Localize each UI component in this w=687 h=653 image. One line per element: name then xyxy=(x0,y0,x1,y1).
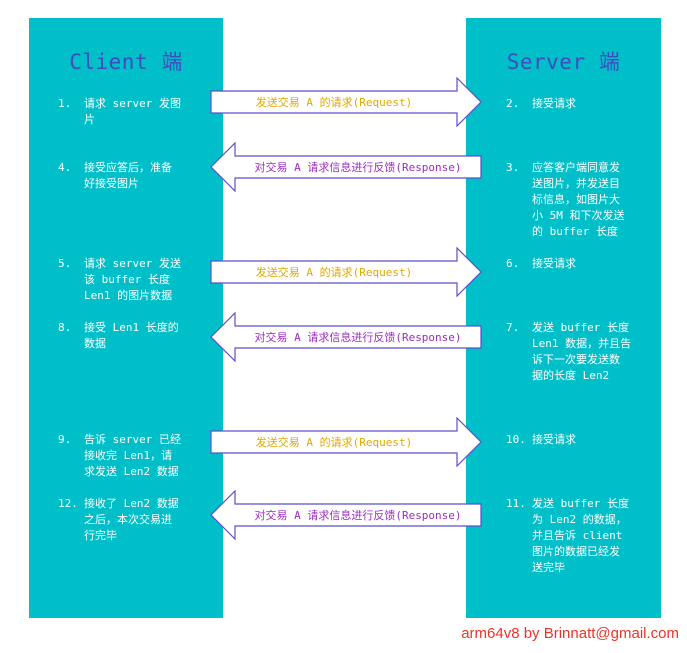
request-arrow-3: 发送交易 A 的请求(Request) xyxy=(210,417,482,467)
response-arrow-2: 对交易 A 请求信息进行反馈(Response) xyxy=(210,312,482,362)
request-label: 发送交易 A 的请求(Request) xyxy=(255,266,413,279)
step-number: 1. xyxy=(58,97,72,110)
step-number: 10. xyxy=(506,433,526,446)
step-number: 7. xyxy=(506,321,520,334)
left-arrow-icon xyxy=(210,312,482,362)
client-step-9: 9. 告诉 server 已经 接收完 Len1，请 求发送 Len2 数据 xyxy=(58,432,223,488)
right-arrow-icon xyxy=(210,77,482,127)
right-arrow-icon xyxy=(210,417,482,467)
client-step-1: 1. 请求 server 发图 片 xyxy=(58,96,223,136)
step-text: 接受请求 xyxy=(532,257,576,270)
left-arrow-icon xyxy=(210,142,482,192)
response-label: 对交易 A 请求信息进行反馈(Response) xyxy=(254,509,462,522)
client-step-8: 8. 接受 Len1 长度的 数据 xyxy=(58,320,223,360)
response-arrow-1: 对交易 A 请求信息进行反馈(Response) xyxy=(210,142,482,192)
step-number: 12. xyxy=(58,497,78,510)
client-step-4: 4. 接受应答后，准备 好接受图片 xyxy=(58,160,223,200)
client-column: Client 端 xyxy=(29,18,223,618)
step-number: 3. xyxy=(506,161,520,174)
response-label: 对交易 A 请求信息进行反馈(Response) xyxy=(254,331,462,344)
step-text: 发送 buffer 长度 Len1 数据，并且告 诉下一次要发送数 据的长度 L… xyxy=(532,321,632,382)
author-credit: arm64v8 by Brinnatt@gmail.com xyxy=(461,625,679,642)
step-number: 8. xyxy=(58,321,72,334)
request-arrow-2: 发送交易 A 的请求(Request) xyxy=(210,247,482,297)
step-text: 接收了 Len2 数据 之后，本次交易进 行完毕 xyxy=(84,497,179,542)
response-arrow-3: 对交易 A 请求信息进行反馈(Response) xyxy=(210,490,482,540)
step-number: 6. xyxy=(506,257,520,270)
server-step-7: 7. 发送 buffer 长度 Len1 数据，并且告 诉下一次要发送数 据的长… xyxy=(506,320,656,388)
server-column: Server 端 xyxy=(466,18,661,618)
step-number: 2. xyxy=(506,97,520,110)
step-text: 请求 server 发图 片 xyxy=(84,97,181,126)
step-text: 接受 Len1 长度的 数据 xyxy=(84,321,179,350)
step-text: 应答客户端同意发 送图片，并发送目 标信息，如图片大 小 5M 和下次发送 的 … xyxy=(532,161,625,238)
step-text: 发送 buffer 长度 为 Len2 的数据， 并且告诉 client 图片的… xyxy=(532,497,629,574)
right-arrow-icon xyxy=(210,247,482,297)
server-title: Server 端 xyxy=(506,50,621,74)
request-label: 发送交易 A 的请求(Request) xyxy=(255,96,413,109)
server-step-10: 10. 接受请求 xyxy=(506,432,656,452)
client-title: Client 端 xyxy=(69,50,183,74)
request-label: 发送交易 A 的请求(Request) xyxy=(255,436,413,449)
step-text: 告诉 server 已经 接收完 Len1，请 求发送 Len2 数据 xyxy=(84,433,181,478)
server-step-3: 3. 应答客户端同意发 送图片，并发送目 标信息，如图片大 小 5M 和下次发送… xyxy=(506,160,656,244)
client-step-12: 12. 接收了 Len2 数据 之后，本次交易进 行完毕 xyxy=(58,496,223,552)
client-step-5: 5. 请求 server 发送 该 buffer 长度 Len1 的图片数据 xyxy=(58,256,223,312)
step-number: 5. xyxy=(58,257,72,270)
step-text: 接受请求 xyxy=(532,433,576,446)
server-step-11: 11. 发送 buffer 长度 为 Len2 的数据， 并且告诉 client… xyxy=(506,496,656,580)
step-number: 9. xyxy=(58,433,72,446)
request-arrow-1: 发送交易 A 的请求(Request) xyxy=(210,77,482,127)
response-label: 对交易 A 请求信息进行反馈(Response) xyxy=(254,161,462,174)
step-number: 11. xyxy=(506,497,526,510)
server-step-2: 2. 接受请求 xyxy=(506,96,656,116)
left-arrow-icon xyxy=(210,490,482,540)
step-text: 请求 server 发送 该 buffer 长度 Len1 的图片数据 xyxy=(84,257,181,302)
step-text: 接受应答后，准备 好接受图片 xyxy=(84,161,172,190)
step-number: 4. xyxy=(58,161,72,174)
step-text: 接受请求 xyxy=(532,97,576,110)
server-step-6: 6. 接受请求 xyxy=(506,256,656,276)
